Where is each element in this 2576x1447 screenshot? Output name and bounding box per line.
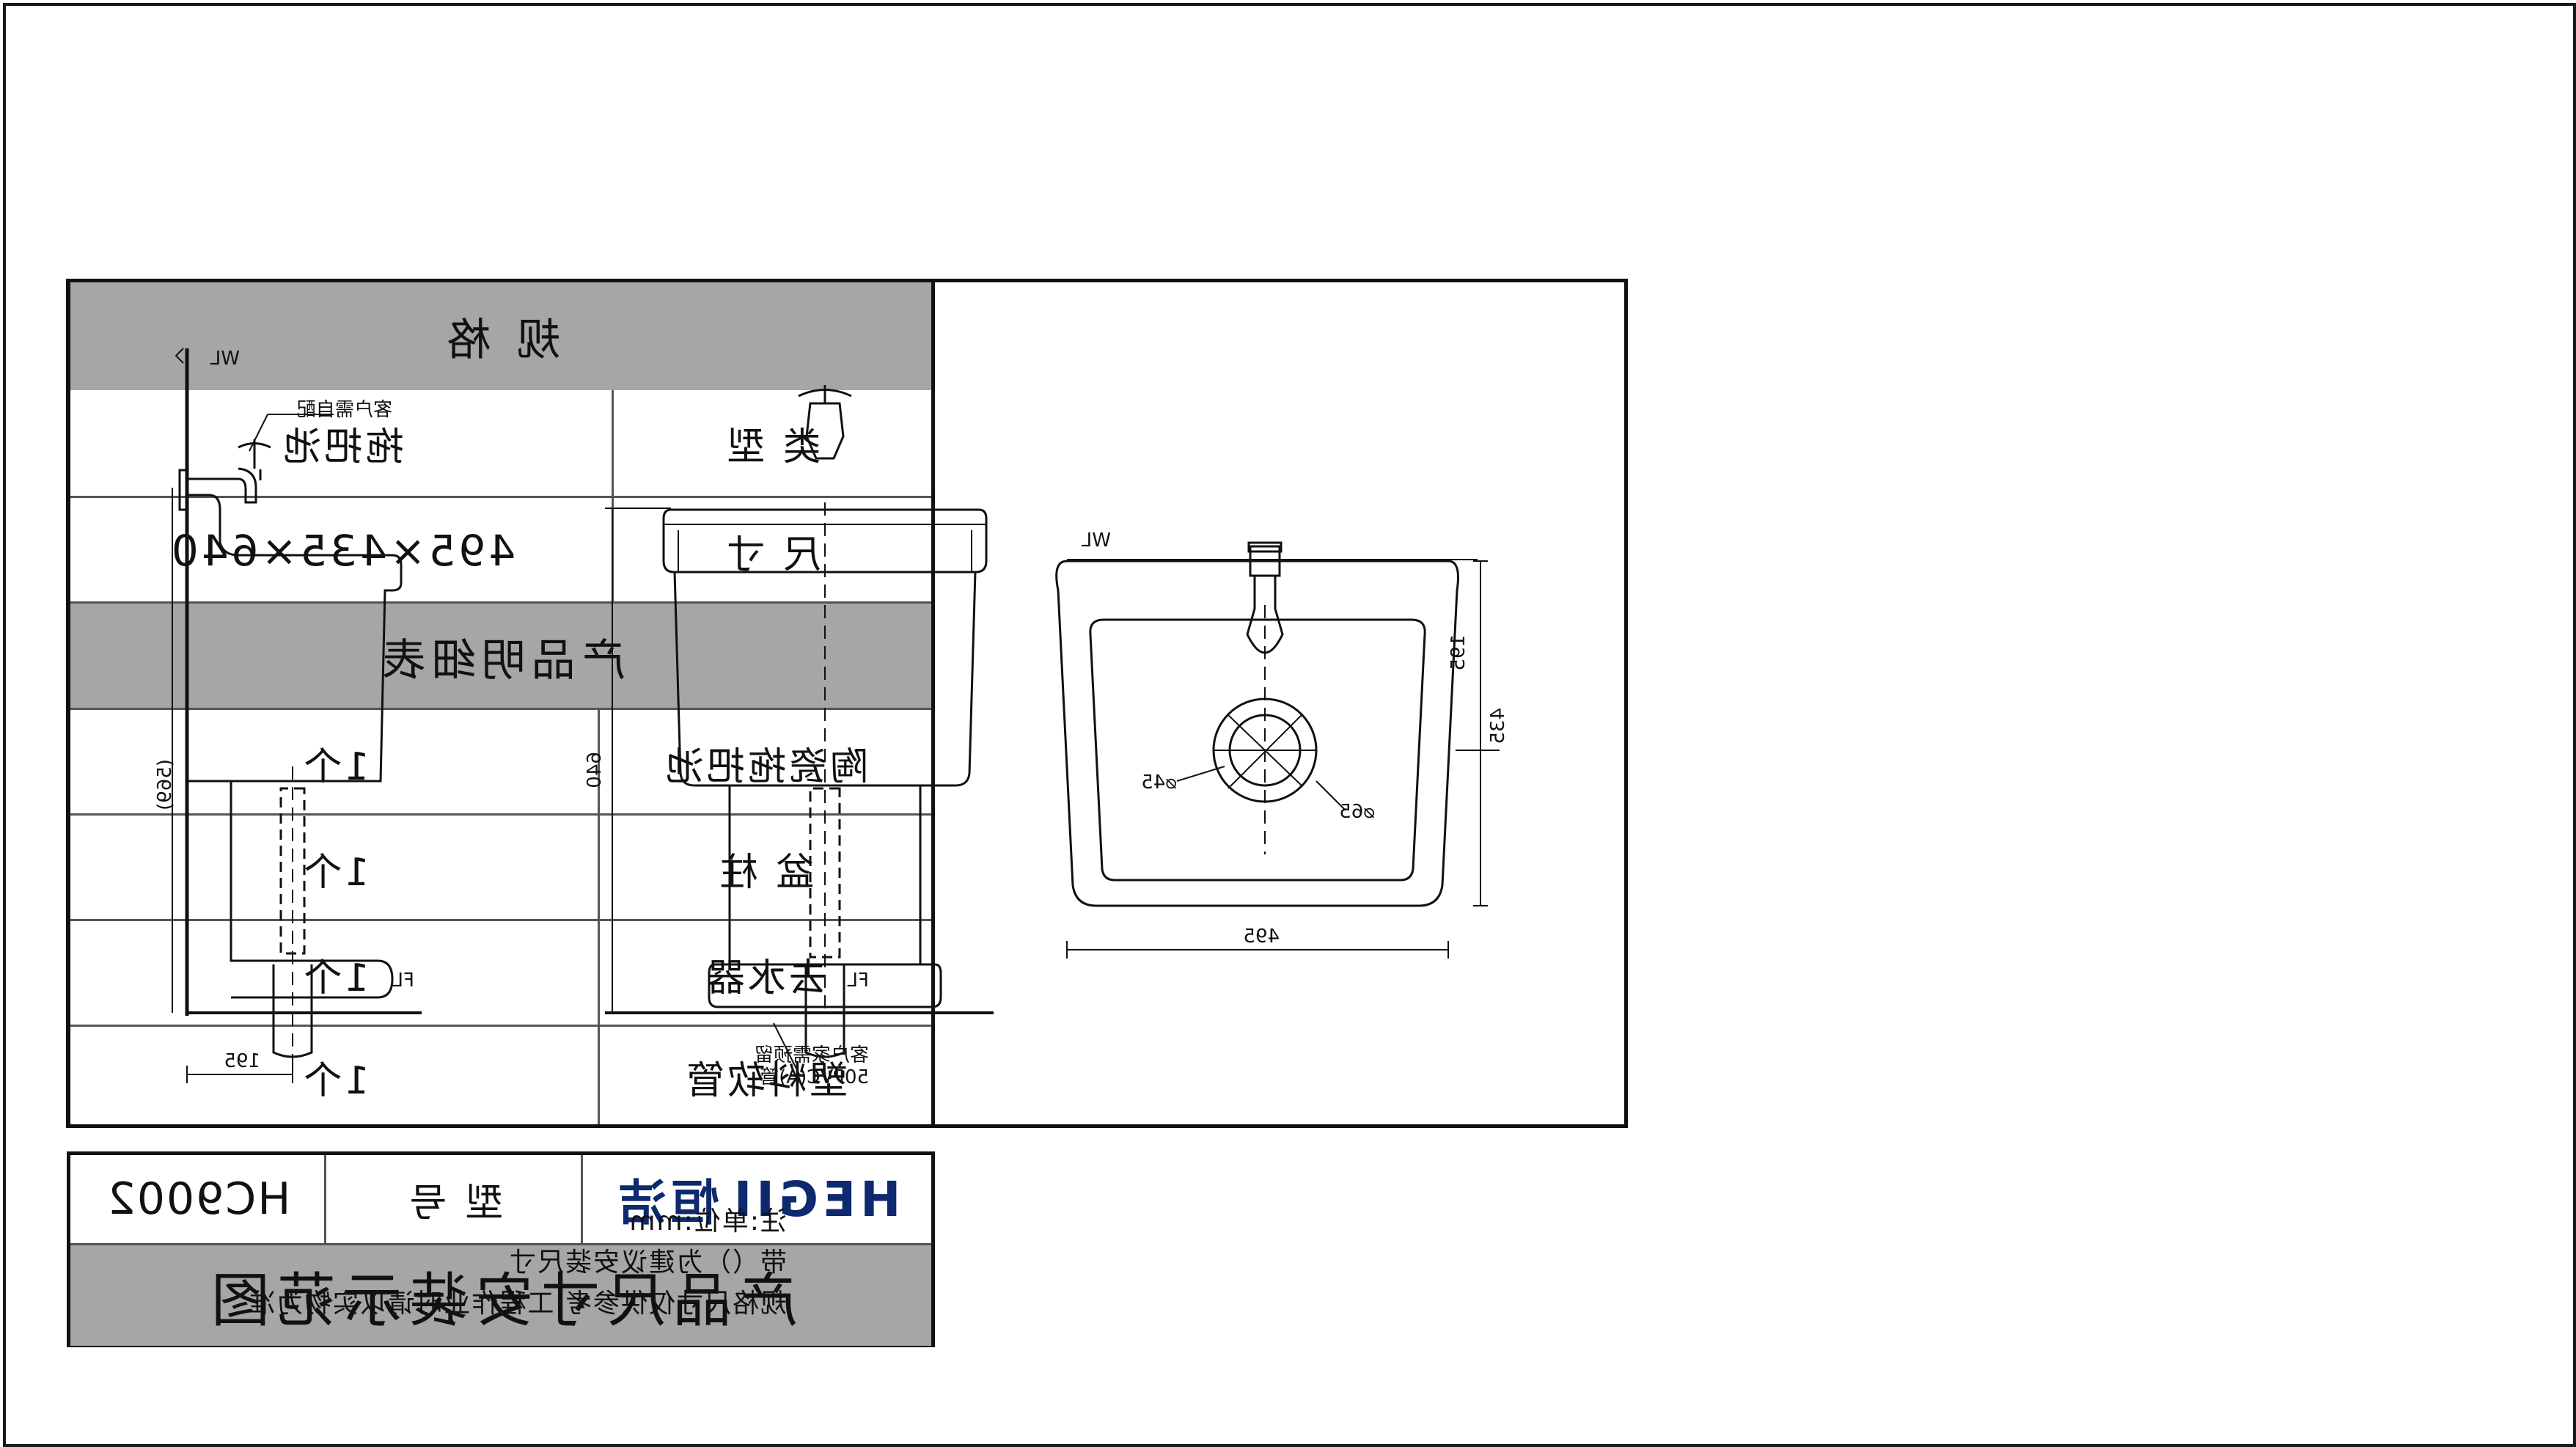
faucet-pillar [1249,545,1281,577]
front-basin-rim [662,508,988,574]
pipe-note-1: 客户家需预留 [755,1044,869,1066]
front-pedestal-base [708,963,942,1008]
drain-outer-dim: ⌀45 [1141,772,1177,794]
top-width-dim: 495 [1243,926,1280,948]
front-drain-pipe [809,787,841,959]
front-fl-label: FL [847,970,869,992]
sheet-border [3,3,2576,1447]
basin-outline [1055,560,1459,907]
drain-hatch [1228,714,1302,789]
front-outlet-pipe [804,964,845,1058]
front-height-dim: 640 [584,752,606,788]
side-wl-label: WL [210,348,240,370]
leader-line [1315,780,1346,811]
side-faucet [187,467,262,504]
front-pedestal [728,785,922,964]
side-pedestal [230,781,394,999]
front-view [605,385,994,1075]
faucet-mount [178,469,187,511]
faucet-body [1246,576,1284,654]
note-line: 注:单位:mm [628,1206,787,1237]
drain-hatch [1228,714,1302,786]
basin-inner-outline [1089,618,1426,882]
side-drain-dim: 195 [224,1050,260,1072]
faucet-cap [1247,541,1283,553]
side-height-dim: (569) [154,759,176,810]
drain-inner-dim: ⌀65 [1339,801,1375,823]
side-fl-label: FL [392,970,414,992]
top-view [1055,541,1500,959]
faucet-note: 客户需自配 [297,399,392,421]
notes-block: 注:单位:mm 带（）为建议安装尺寸 规格尺寸仅供参考,工程作业时请以实物为准 [156,1201,787,1325]
note-line: 带（）为建议安装尺寸 [507,1248,787,1278]
front-basin-body [673,571,977,787]
side-view [172,348,422,1083]
drawing-svg: WL 客户需自配 (569) FL 195 FL 640 客户家需预留 50PV… [154,348,1509,1088]
top-wl-label: WL [1081,530,1111,552]
top-center-dim: 195 [1447,634,1469,671]
leader-line [249,414,268,452]
side-basin-body [187,494,403,783]
leader-line [773,1022,800,1075]
technical-drawing-panel: WL 客户需自配 (569) FL 195 FL 640 客户家需预留 50PV… [66,279,1628,1128]
wl-marker [175,348,184,364]
front-faucet [798,385,852,460]
side-faucet-handle [238,439,271,469]
top-depth-dim: 435 [1487,708,1509,744]
note-line: 规格尺寸仅供参考,工程作业时请以实物为准 [247,1289,787,1319]
leader-line [1176,766,1225,782]
pipe-note-2: 50PVC(A)管 [760,1066,869,1088]
